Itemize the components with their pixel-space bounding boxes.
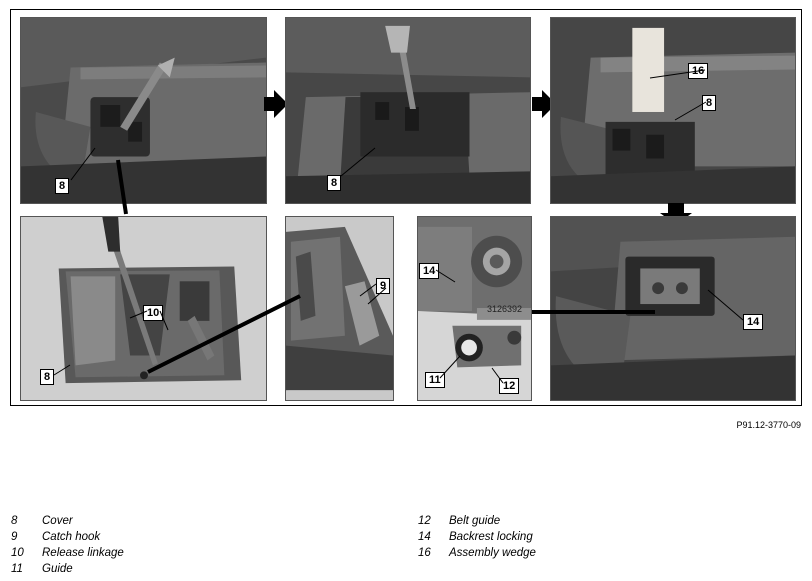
callout-14: 14 xyxy=(743,314,764,330)
callout-10: 10 xyxy=(143,305,164,321)
callout-8: 8 xyxy=(702,95,717,111)
photo-backrest-locking xyxy=(550,216,796,401)
callout-8: 8 xyxy=(40,369,55,385)
photo-cover-removal xyxy=(20,17,267,204)
photo-assembly-wedge xyxy=(550,17,796,204)
callout-8: 8 xyxy=(55,178,70,194)
callout-14: 14 xyxy=(419,263,440,279)
callout-11: 11 xyxy=(425,372,445,388)
callout-16: 16 xyxy=(688,63,709,79)
photo-catch-hook xyxy=(285,216,394,401)
callout-8: 8 xyxy=(327,175,342,191)
stamp-text: 3126392 xyxy=(487,304,523,314)
figure-reference: P91.12-3770-09 xyxy=(736,420,801,430)
photo-belt-guide xyxy=(417,216,532,401)
arrow-right-icon xyxy=(264,90,288,118)
callout-9: 9 xyxy=(376,278,391,294)
photo-screwdriver-release xyxy=(285,17,531,204)
callout-12: 12 xyxy=(499,378,520,394)
